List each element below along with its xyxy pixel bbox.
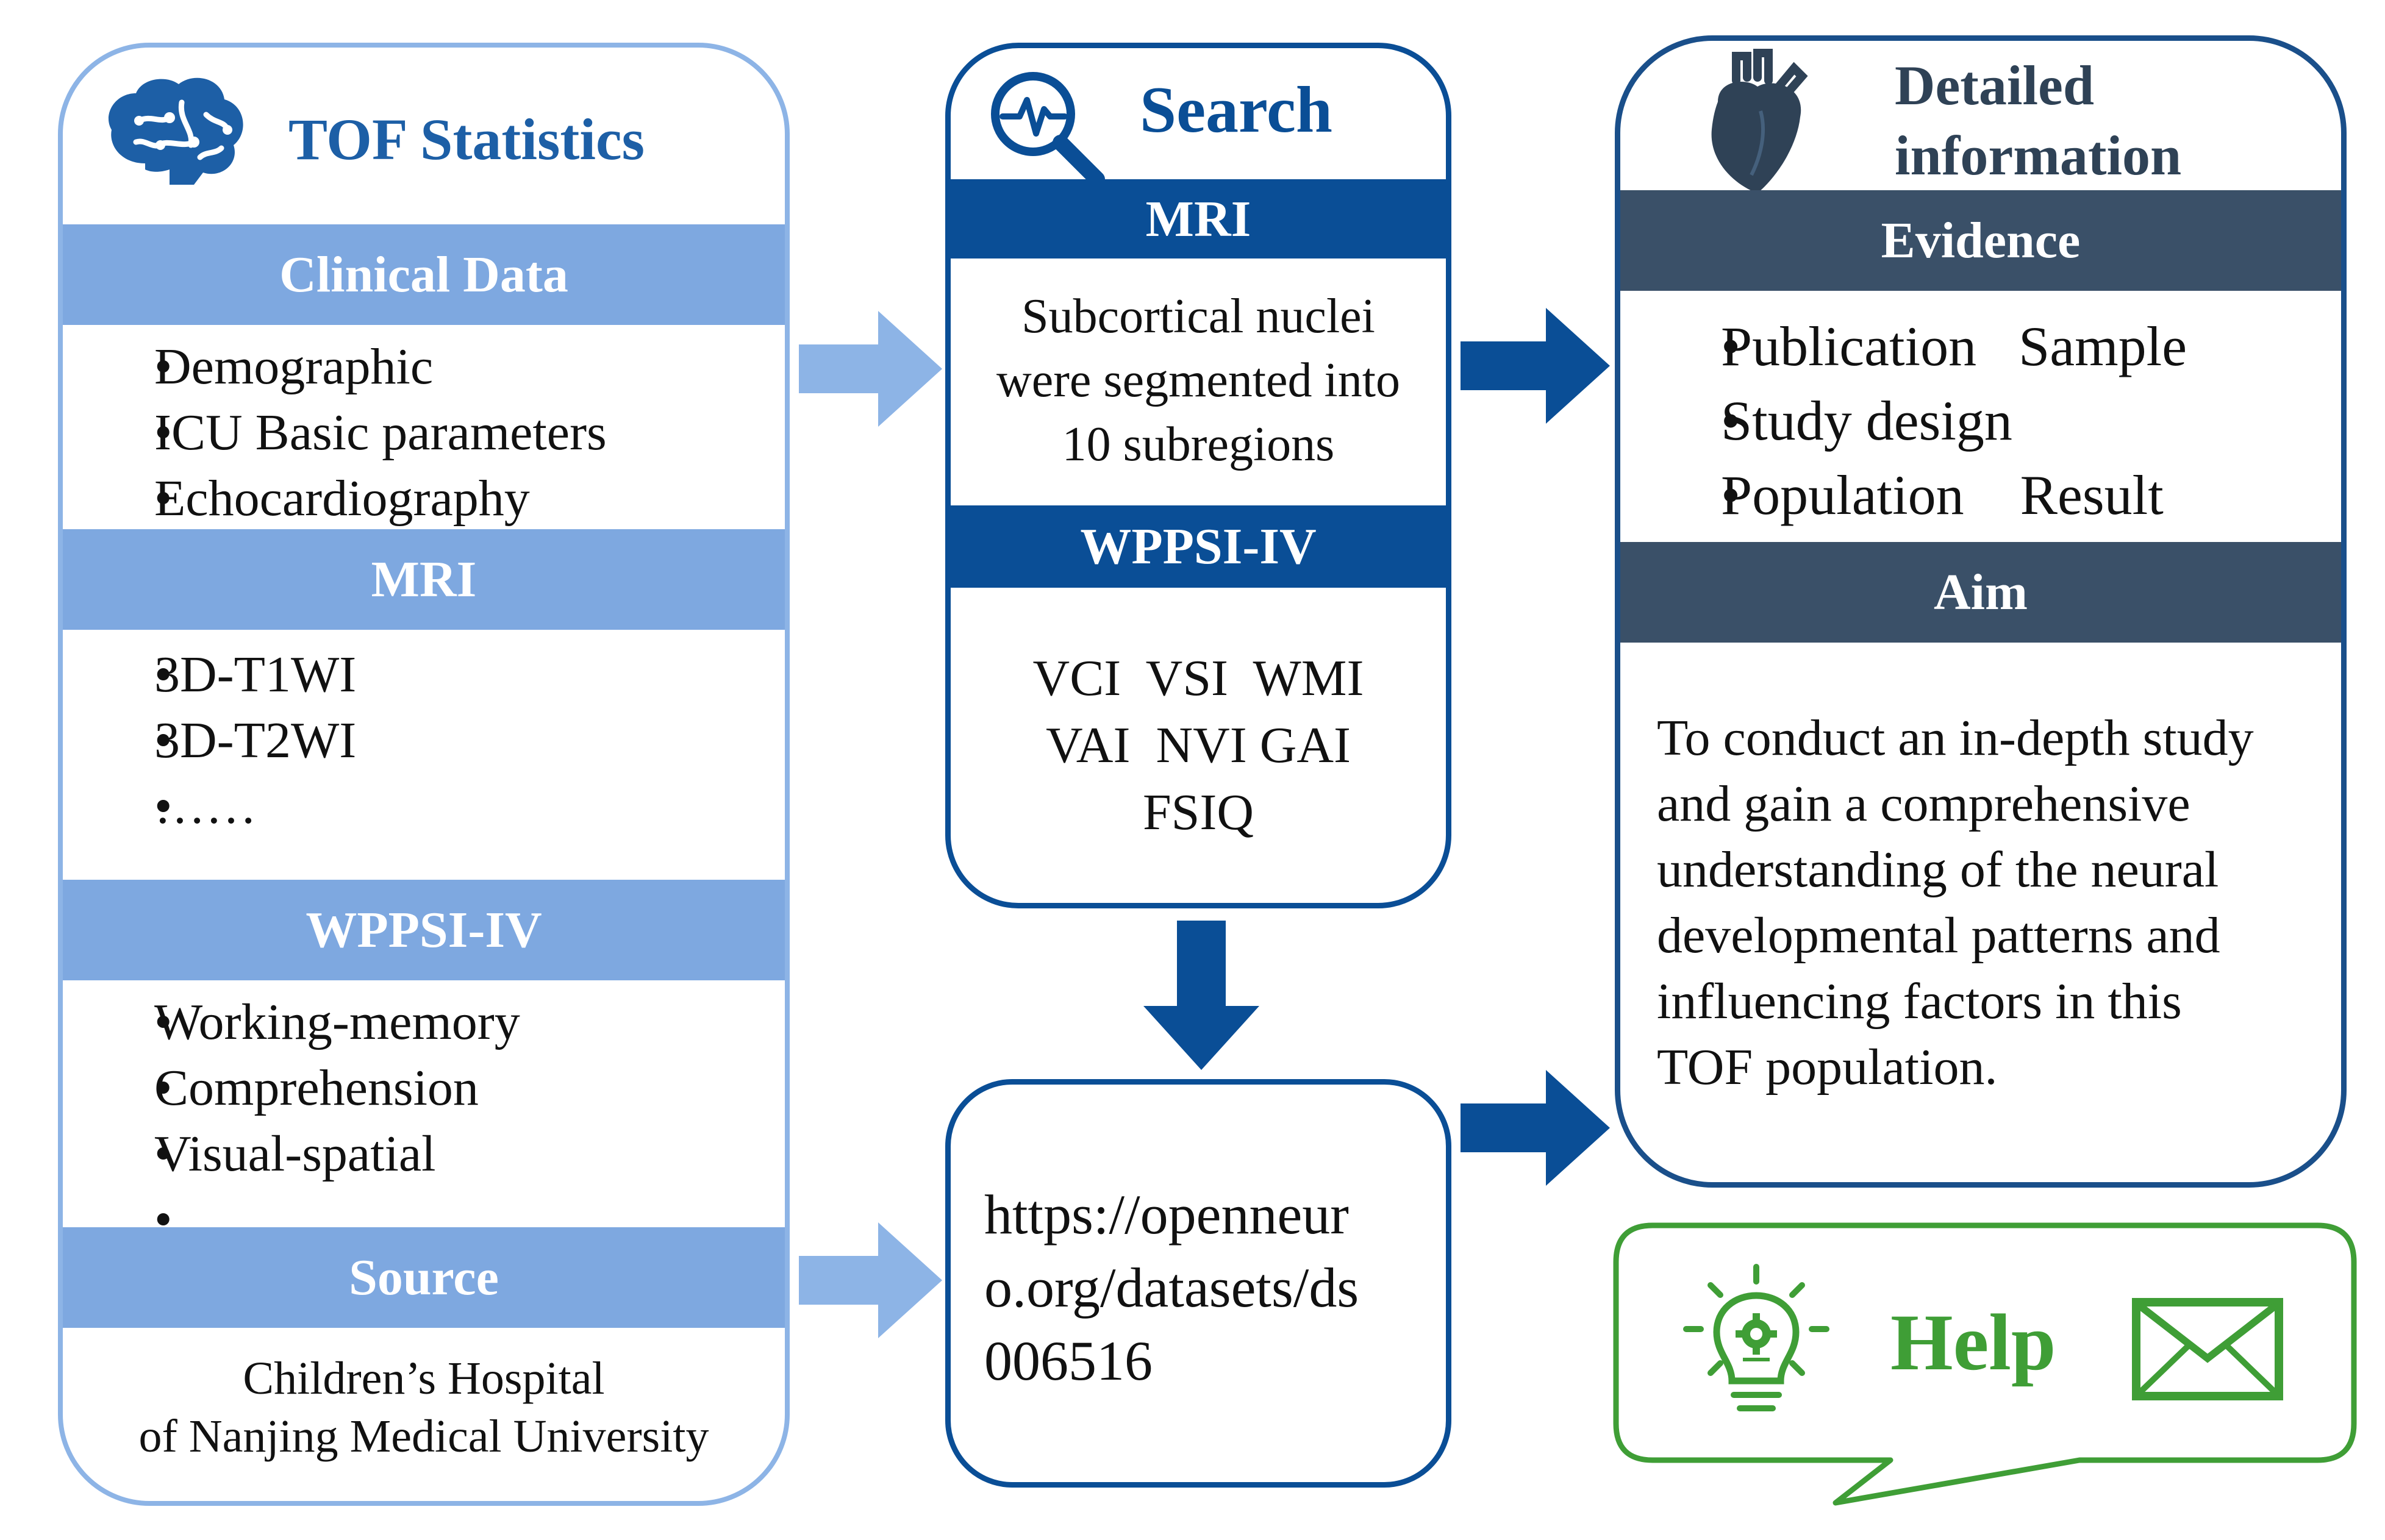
tof-statistics-title: TOF Statistics bbox=[288, 107, 645, 172]
heart-icon bbox=[1711, 49, 1808, 193]
list-item: Demographic bbox=[99, 334, 607, 400]
detailed-info-title-line-2: information bbox=[1895, 124, 2182, 187]
clinical-data-list: Demographic ICU Basic parameters Echocar… bbox=[99, 334, 607, 532]
help-box-outline bbox=[1613, 1222, 2357, 1506]
envelope-icon[interactable] bbox=[2131, 1297, 2284, 1401]
list-item: Visual-spatial bbox=[99, 1121, 520, 1187]
dataset-url-line-1[interactable]: https://openneur bbox=[984, 1183, 1349, 1246]
mri-desc-line-3: 10 subregions bbox=[1062, 418, 1335, 471]
aim-header: Aim bbox=[1620, 542, 2341, 643]
wppsi-index-line-1: VCI VSI WMI bbox=[1032, 650, 1364, 707]
list-item: …… bbox=[99, 774, 356, 840]
evidence-list: Publication Sample Study design Populati… bbox=[1642, 309, 2187, 532]
left-wppsi-list: Working-memory Comprehension Visual-spat… bbox=[99, 989, 520, 1253]
list-item: 3D-T1WI bbox=[99, 642, 356, 708]
list-item: Echocardiography bbox=[99, 466, 607, 532]
evidence-header: Evidence bbox=[1620, 190, 2341, 291]
wppsi-index-line-3: FSIQ bbox=[1142, 784, 1254, 841]
aim-line: understanding of the neural bbox=[1657, 841, 2219, 898]
detailed-info-title-line-1: Detailed bbox=[1895, 54, 2095, 116]
arrow-search-to-url-icon bbox=[1143, 921, 1259, 1070]
search-title: Search bbox=[1140, 74, 1332, 146]
dataset-url-box: https://openneur o.org/datasets/ds 00651… bbox=[945, 1079, 1451, 1488]
arrow-search-to-details-icon bbox=[1461, 308, 1610, 424]
aim-line: TOF population. bbox=[1657, 1039, 1998, 1096]
mri-desc-line-1: Subcortical nuclei bbox=[1021, 290, 1375, 343]
aim-line: To conduct an in-depth study bbox=[1657, 710, 2254, 766]
mri-desc-line-2: were segmented into bbox=[996, 354, 1400, 407]
search-panel: Search MRI Subcortical nuclei were segme… bbox=[945, 43, 1451, 908]
left-mri-list: 3D-T1WI 3D-T2WI …… bbox=[99, 642, 356, 840]
help-label[interactable]: Help bbox=[1890, 1297, 2056, 1387]
left-mri-header: MRI bbox=[63, 529, 785, 630]
arrow-left-to-search-icon bbox=[799, 311, 942, 427]
list-item: Study design bbox=[1642, 383, 2187, 458]
detailed-information-panel: Detailed information Evidence Publicatio… bbox=[1615, 35, 2347, 1188]
list-item: Publication Sample bbox=[1642, 309, 2187, 383]
aim-line: influencing factors in this bbox=[1657, 973, 2182, 1030]
left-wppsi-header: WPPSI-IV bbox=[63, 880, 785, 980]
list-item: ICU Basic parameters bbox=[99, 400, 607, 466]
arrow-url-to-details-icon bbox=[1461, 1070, 1610, 1186]
source-line-2: of Nanjing Medical University bbox=[138, 1411, 709, 1462]
aim-line: developmental patterns and bbox=[1657, 907, 2220, 964]
aim-text: To conduct an in-depth study and gain a … bbox=[1657, 705, 2254, 1100]
tof-statistics-panel: TOF Statistics Clinical Data Demographic… bbox=[58, 43, 790, 1506]
middle-wppsi-header: WPPSI-IV bbox=[951, 505, 1446, 588]
wppsi-index-line-2: VAI NVI GAI bbox=[1045, 717, 1351, 774]
source-line-1: Children’s Hospital bbox=[243, 1353, 605, 1404]
list-item: 3D-T2WI bbox=[99, 708, 356, 774]
source-header: Source bbox=[63, 1227, 785, 1328]
dataset-url-line-2[interactable]: o.org/datasets/ds bbox=[984, 1257, 1359, 1319]
arrow-source-to-url-icon bbox=[799, 1222, 942, 1338]
dataset-url-line-3[interactable]: 006516 bbox=[984, 1330, 1153, 1392]
aim-line: and gain a comprehensive bbox=[1657, 775, 2190, 832]
brain-icon bbox=[108, 77, 243, 185]
clinical-data-header: Clinical Data bbox=[63, 224, 785, 325]
middle-mri-header: MRI bbox=[951, 179, 1446, 258]
magnifier-pulse-icon bbox=[991, 72, 1105, 187]
lightbulb-gear-icon[interactable] bbox=[1680, 1262, 1833, 1427]
list-item: Population Result bbox=[1642, 458, 2187, 532]
list-item: Working-memory bbox=[99, 989, 520, 1055]
list-item: Comprehension bbox=[99, 1055, 520, 1121]
